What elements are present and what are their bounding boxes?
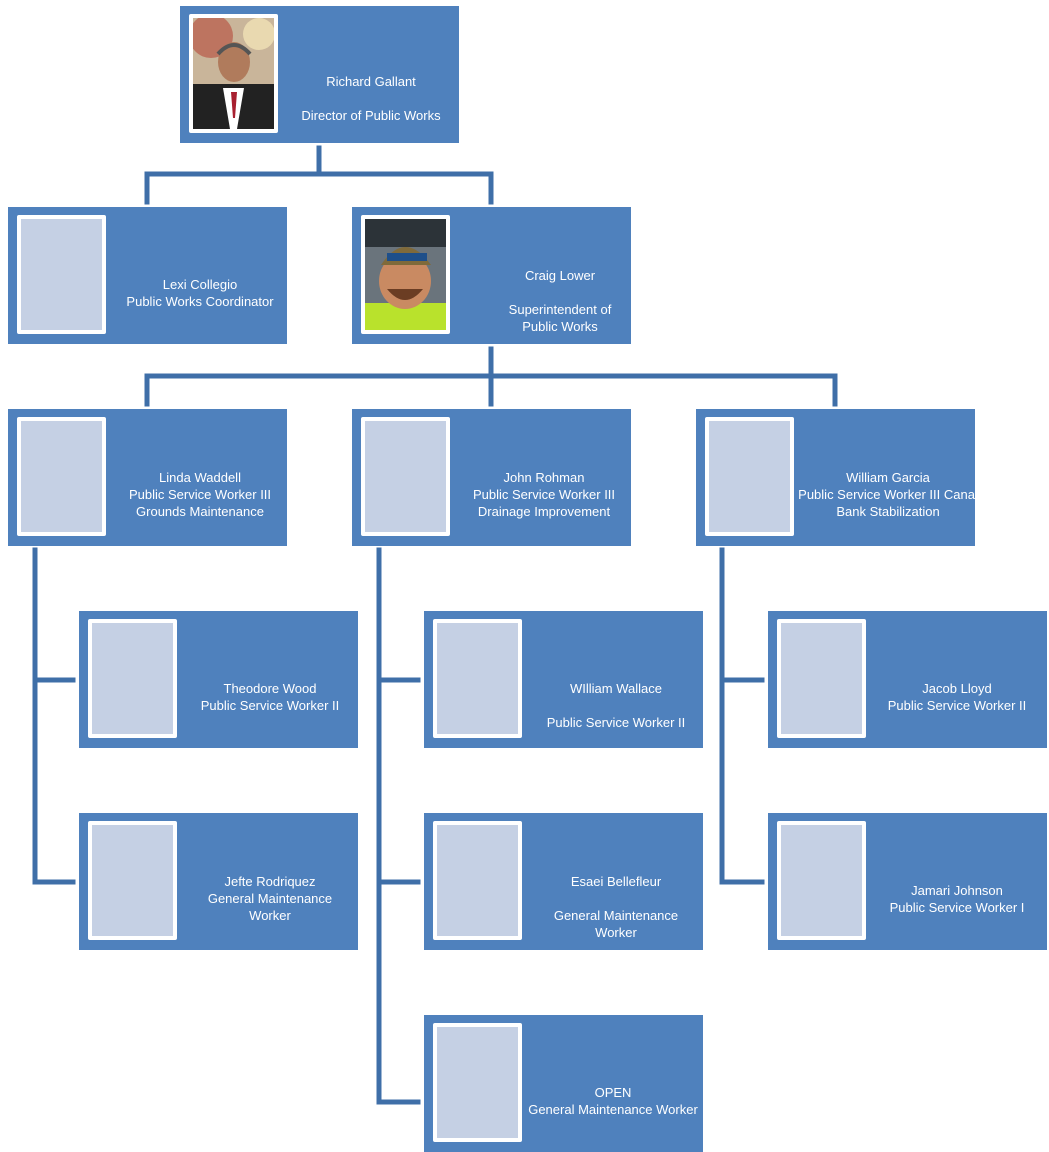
report-name: WIlliam Wallace xyxy=(570,681,662,696)
node-lead: Linda Waddell Public Service Worker III … xyxy=(8,409,287,546)
superintendent-label: Craig Lower Superintendent of Public Wor… xyxy=(492,250,628,335)
node-director: Richard Gallant Director of Public Works xyxy=(180,6,459,143)
report-name: Jacob Lloyd xyxy=(922,681,992,696)
report-photo-placeholder xyxy=(88,821,177,940)
report-label: WIlliam Wallace Public Service Worker II xyxy=(532,663,700,731)
lead-label: Linda Waddell Public Service Worker III … xyxy=(108,452,292,520)
portrait-photo-icon xyxy=(193,18,274,129)
node-report: Esaei Bellefleur General Maintenance Wor… xyxy=(424,813,703,950)
node-report: Jacob Lloyd Public Service Worker II xyxy=(768,611,1047,748)
report-role: Public Service Worker II xyxy=(200,698,340,713)
node-lead: John Rohman Public Service Worker III Dr… xyxy=(352,409,631,546)
report-name: Jamari Johnson xyxy=(911,883,1003,898)
lead-label: William Garcia Public Service Worker III… xyxy=(796,452,980,520)
report-photo-placeholder xyxy=(777,619,866,738)
connector-superintendent xyxy=(144,346,838,407)
node-coordinator: Lexi Collegio Public Works Coordinator xyxy=(8,207,287,344)
director-label: Richard Gallant Director of Public Works xyxy=(288,56,454,124)
connector-lead-3 xyxy=(719,547,765,885)
report-role: Public Service Worker II xyxy=(546,715,686,730)
node-report: Theodore Wood Public Service Worker II xyxy=(79,611,358,748)
report-label: Esaei Bellefleur General Maintenance Wor… xyxy=(538,856,694,941)
report-role: General Maintenance Worker xyxy=(207,891,333,923)
lead-name: William Garcia xyxy=(846,470,930,485)
superintendent-photo xyxy=(361,215,450,334)
report-label: Jacob Lloyd Public Service Worker II xyxy=(868,663,1046,714)
node-superintendent: Craig Lower Superintendent of Public Wor… xyxy=(352,207,631,344)
report-name: Jefte Rodriquez xyxy=(224,874,316,889)
report-photo-placeholder xyxy=(433,1023,522,1142)
report-role: General Maintenance Worker xyxy=(528,1102,698,1117)
report-label: Jefte Rodriquez General Maintenance Work… xyxy=(197,856,343,924)
director-photo xyxy=(189,14,278,133)
report-role: Public Service Worker I xyxy=(889,900,1025,915)
connector-director xyxy=(144,145,494,205)
director-name: Richard Gallant xyxy=(326,74,416,89)
lead-photo-placeholder xyxy=(361,417,450,536)
lead-role: Public Service Worker III Grounds Mainte… xyxy=(128,487,272,519)
coordinator-photo-placeholder xyxy=(17,215,106,334)
lead-role: Public Service Worker III Drainage Impro… xyxy=(472,487,616,519)
connector-lead-2 xyxy=(376,547,421,1105)
report-role: Public Service Worker II xyxy=(887,698,1027,713)
node-report: Jamari Johnson Public Service Worker I xyxy=(768,813,1047,950)
coordinator-label: Lexi Collegio Public Works Coordinator xyxy=(108,259,292,310)
superintendent-name: Craig Lower xyxy=(524,268,596,283)
report-role: General Maintenance Worker xyxy=(553,908,679,940)
lead-role: Public Service Worker III Canal Bank Sta… xyxy=(798,487,978,519)
report-photo-placeholder xyxy=(433,619,522,738)
report-name: Theodore Wood xyxy=(223,681,317,696)
connector-lead-1 xyxy=(32,547,76,885)
lead-photo-placeholder xyxy=(17,417,106,536)
report-label: OPEN General Maintenance Worker xyxy=(524,1067,702,1118)
report-name: OPEN xyxy=(594,1085,632,1100)
lead-name: John Rohman xyxy=(503,470,585,485)
lead-label: John Rohman Public Service Worker III Dr… xyxy=(452,452,636,520)
report-label: Theodore Wood Public Service Worker II xyxy=(179,663,361,714)
portrait-photo-icon xyxy=(365,219,446,330)
coordinator-name: Lexi Collegio xyxy=(162,277,238,292)
lead-photo-placeholder xyxy=(705,417,794,536)
report-photo-placeholder xyxy=(88,619,177,738)
report-photo-placeholder xyxy=(433,821,522,940)
lead-name: Linda Waddell xyxy=(159,470,241,485)
report-label: Jamari Johnson Public Service Worker I xyxy=(868,865,1046,916)
node-report: OPEN General Maintenance Worker xyxy=(424,1015,703,1152)
node-report: Jefte Rodriquez General Maintenance Work… xyxy=(79,813,358,950)
report-name: Esaei Bellefleur xyxy=(570,874,662,889)
superintendent-role: Superintendent of Public Works xyxy=(508,302,612,334)
director-role: Director of Public Works xyxy=(301,108,441,123)
node-report: WIlliam Wallace Public Service Worker II xyxy=(424,611,703,748)
report-photo-placeholder xyxy=(777,821,866,940)
node-lead: William Garcia Public Service Worker III… xyxy=(696,409,978,546)
coordinator-role: Public Works Coordinator xyxy=(126,294,274,309)
